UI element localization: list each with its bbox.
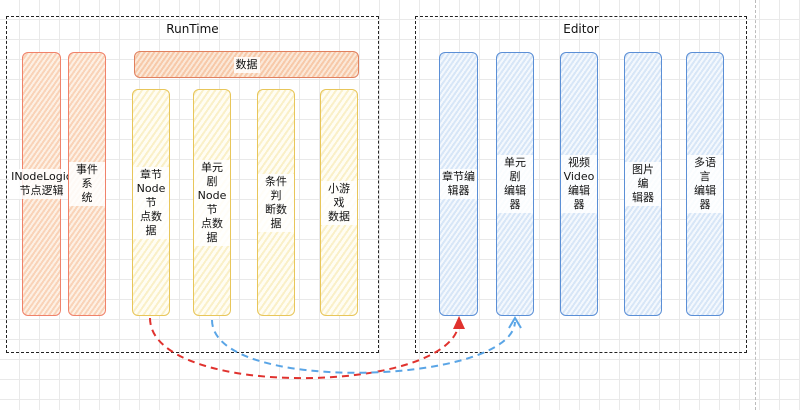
- runtime-column-chapter-data: 章节 Node节 点数据: [132, 89, 170, 316]
- data-bar: 数据: [134, 51, 359, 78]
- runtime-column-event-system: 事件系 统: [68, 52, 106, 316]
- editor-column-episode: 单元剧 编辑器: [496, 52, 534, 316]
- editor-column-label: 视频 Video 编辑器: [561, 155, 597, 213]
- runtime-column-condition-data: 条件判 断数据: [257, 89, 295, 316]
- runtime-column-label: 条件判 断数据: [258, 173, 294, 232]
- editor-column-label: 多语言 编辑器: [687, 155, 723, 213]
- runtime-column-label: 小游戏 数据: [321, 180, 357, 225]
- runtime-column-label: 章节 Node节 点数据: [133, 166, 169, 239]
- editor-frame: Editor: [415, 16, 747, 353]
- runtime-title: RunTime: [166, 22, 219, 36]
- editor-column-label: 章节编 辑器: [440, 169, 477, 199]
- runtime-column-label: 事件系 统: [69, 162, 105, 206]
- editor-column-multilang: 多语言 编辑器: [686, 52, 724, 316]
- runtime-column-episode-data: 单元剧 Node节 点数据: [193, 89, 231, 316]
- editor-column-chapter: 章节编 辑器: [439, 52, 478, 316]
- red-arrowhead-icon: [453, 316, 465, 329]
- editor-title: Editor: [563, 22, 599, 36]
- editor-column-video: 视频 Video 编辑器: [560, 52, 598, 316]
- guide-line: [755, 0, 756, 410]
- editor-column-label: 单元剧 编辑器: [497, 155, 533, 213]
- runtime-column-inodelogic: INodeLogic 节点逻辑: [9, 52, 74, 316]
- runtime-frame: RunTime: [6, 16, 379, 353]
- editor-column-label: 图片编 辑器: [625, 162, 661, 206]
- editor-column-image: 图片编 辑器: [624, 52, 662, 316]
- runtime-column-label: INodeLogic 节点逻辑: [9, 169, 74, 199]
- blue-arrow-path: [211, 319, 516, 374]
- runtime-column-minigame-data: 小游戏 数据: [320, 89, 358, 316]
- data-bar-label: 数据: [233, 56, 260, 73]
- runtime-column-label: 单元剧 Node节 点数据: [194, 159, 230, 246]
- blue-arrowhead-icon: [508, 316, 522, 329]
